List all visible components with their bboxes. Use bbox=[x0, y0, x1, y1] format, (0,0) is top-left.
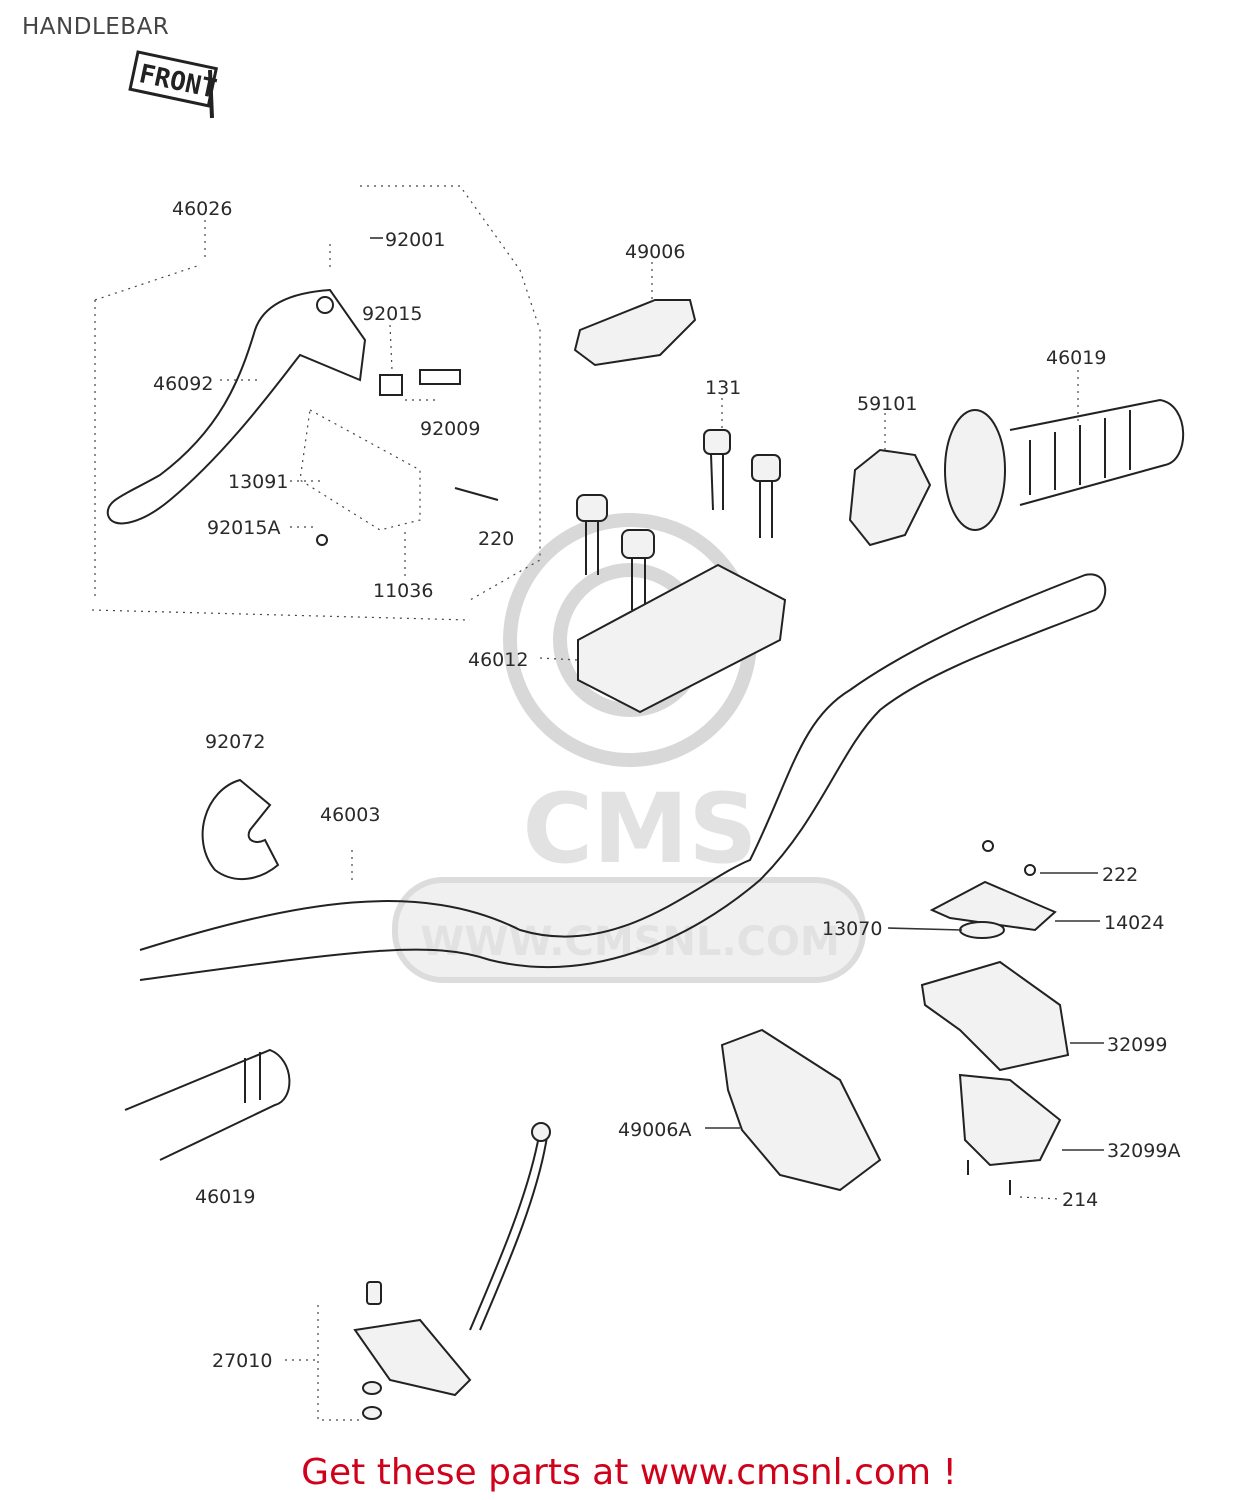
label-92015a: 92015A bbox=[207, 517, 280, 539]
label-49006: 49006 bbox=[625, 241, 685, 263]
part-49006-shape bbox=[573, 299, 697, 367]
label-59101: 59101 bbox=[857, 393, 917, 415]
label-32099: 32099 bbox=[1107, 1034, 1167, 1056]
label-92009: 92009 bbox=[420, 418, 480, 440]
front-stamp-arrow bbox=[208, 69, 214, 119]
clamp-bolts bbox=[576, 494, 655, 610]
label-46026: 46026 bbox=[172, 198, 232, 220]
label-220: 220 bbox=[478, 528, 514, 550]
lever-group-outline bbox=[91, 185, 541, 621]
label-49006a: 49006A bbox=[618, 1119, 691, 1141]
throttle-assembly bbox=[920, 840, 1070, 1195]
label-46019-lower: 46019 bbox=[195, 1186, 255, 1208]
watermark-url: WWW.CMSNL.COM bbox=[420, 919, 840, 965]
bolts-131 bbox=[703, 429, 781, 538]
label-214: 214 bbox=[1062, 1189, 1098, 1211]
front-stamp: FRONT bbox=[128, 50, 219, 108]
label-32099a: 32099A bbox=[1107, 1140, 1180, 1162]
label-11036: 11036 bbox=[373, 580, 433, 602]
switch-27010 bbox=[317, 1122, 551, 1421]
leader-lines bbox=[204, 220, 1104, 1361]
grip-left bbox=[124, 1048, 291, 1161]
watermark-brand: CMS bbox=[522, 773, 757, 885]
label-131: 131 bbox=[705, 377, 741, 399]
label-46092: 46092 bbox=[153, 373, 213, 395]
label-222: 222 bbox=[1102, 864, 1138, 886]
part-49006a-shape bbox=[720, 1028, 882, 1192]
grip-right bbox=[944, 398, 1185, 531]
label-92072: 92072 bbox=[205, 731, 265, 753]
label-46012: 46012 bbox=[468, 649, 528, 671]
page-title: HANDLEBAR bbox=[22, 14, 170, 40]
label-92015: 92015 bbox=[362, 303, 422, 325]
label-13091: 13091 bbox=[228, 471, 288, 493]
label-13070: 13070 bbox=[822, 918, 882, 940]
label-14024: 14024 bbox=[1104, 912, 1164, 934]
clutch-lever bbox=[106, 288, 499, 546]
footer-cta-link[interactable]: Get these parts at www.cmsnl.com ! bbox=[301, 1452, 957, 1493]
label-92001: 92001 bbox=[385, 229, 445, 251]
label-46003: 46003 bbox=[320, 804, 380, 826]
label-46019: 46019 bbox=[1046, 347, 1106, 369]
part-labels: 46026 92001 92015 46092 92009 13091 9201… bbox=[153, 198, 1180, 1372]
label-27010: 27010 bbox=[212, 1350, 272, 1372]
part-46012-shape bbox=[577, 563, 787, 714]
part-59101-shape bbox=[848, 448, 932, 547]
handlebar bbox=[139, 573, 1107, 981]
part-92072-shape bbox=[201, 778, 280, 881]
cms-watermark: CMS WWW.CMSNL.COM bbox=[392, 513, 866, 983]
